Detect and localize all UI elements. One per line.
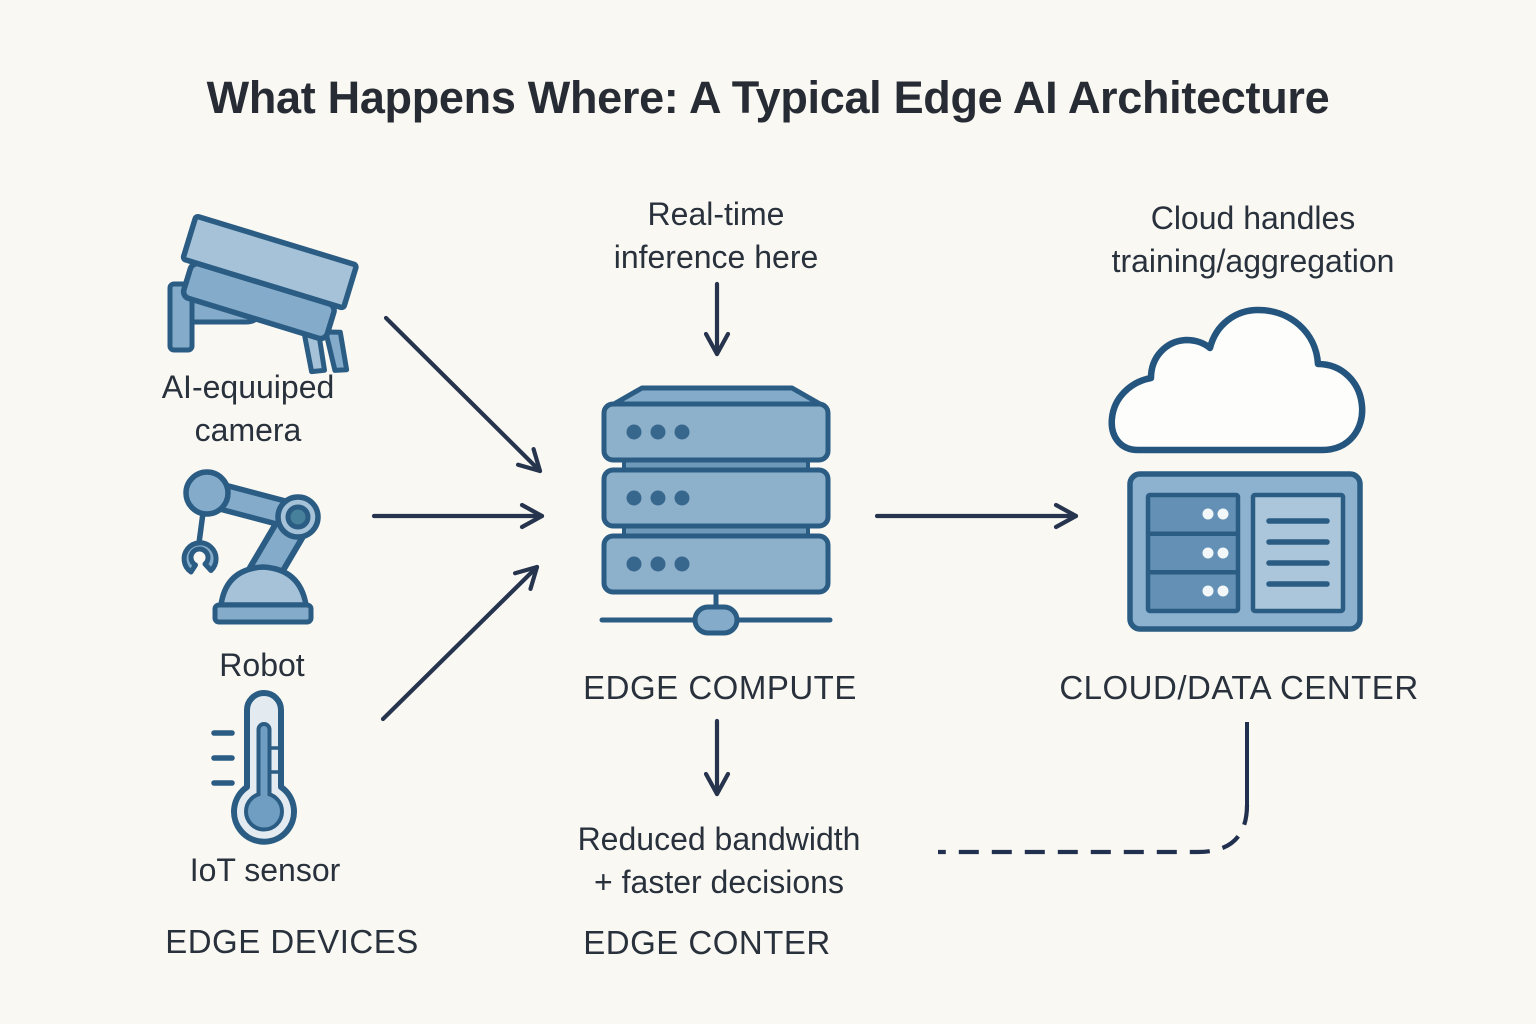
cloud-outline <box>1108 306 1366 454</box>
edge-conter-section-label: EDGE CONTER <box>583 924 831 961</box>
datacenter-rack-panel <box>1145 492 1241 614</box>
robot-shoulder-joint <box>183 469 231 517</box>
iot-sensor-icon <box>211 690 297 845</box>
camera-top-housing <box>180 213 359 311</box>
server-network-node <box>692 604 740 636</box>
arrow-sensor-to-edge-compute <box>380 564 540 722</box>
robot-gripper-link <box>196 510 206 546</box>
camera-label: AI-equuiped camera <box>161 369 335 448</box>
server-led-dots <box>626 424 690 572</box>
robot-label: Robot <box>219 647 305 683</box>
datacenter-console-panel <box>1250 492 1346 614</box>
robot-base-plate <box>212 602 314 625</box>
iot-sensor-label: IoT sensor <box>189 852 341 888</box>
robot-gripper <box>181 540 219 575</box>
ai-camera-icon <box>167 213 359 375</box>
datacenter-rack-dots <box>1202 508 1229 597</box>
server-rack-icon <box>1127 471 1363 632</box>
edge-devices-section-label: EDGE DEVICES <box>165 923 419 960</box>
diagram-title: What Happens Where: A Typical Edge AI Ar… <box>206 72 1330 123</box>
robot-arm-icon <box>181 469 321 625</box>
server-tier-3 <box>601 533 831 595</box>
datacenter-console-lines <box>1266 518 1330 587</box>
server-tier-1 <box>601 401 831 463</box>
camera-fin-back <box>323 329 350 373</box>
realtime-inference-annotation: Real-time inference here <box>613 196 819 275</box>
cloud-datacenter-label: CLOUD/DATA CENTER <box>1059 669 1419 706</box>
robot-elbow-hub <box>285 504 311 530</box>
edge-compute-label: EDGE COMPUTE <box>583 669 857 706</box>
server-tier-2 <box>601 467 831 529</box>
arrow-camera-to-edge-compute <box>383 315 543 474</box>
cloud-feedback-line-dashed <box>938 804 1250 855</box>
bandwidth-benefit-annotation: Reduced bandwidth + faster decisions <box>577 821 861 900</box>
robot-base-dome <box>218 564 309 608</box>
server-stack-icon <box>599 385 833 636</box>
cloud-training-annotation: Cloud handles training/aggregation <box>1111 200 1395 279</box>
cloud-icon <box>1108 306 1366 454</box>
